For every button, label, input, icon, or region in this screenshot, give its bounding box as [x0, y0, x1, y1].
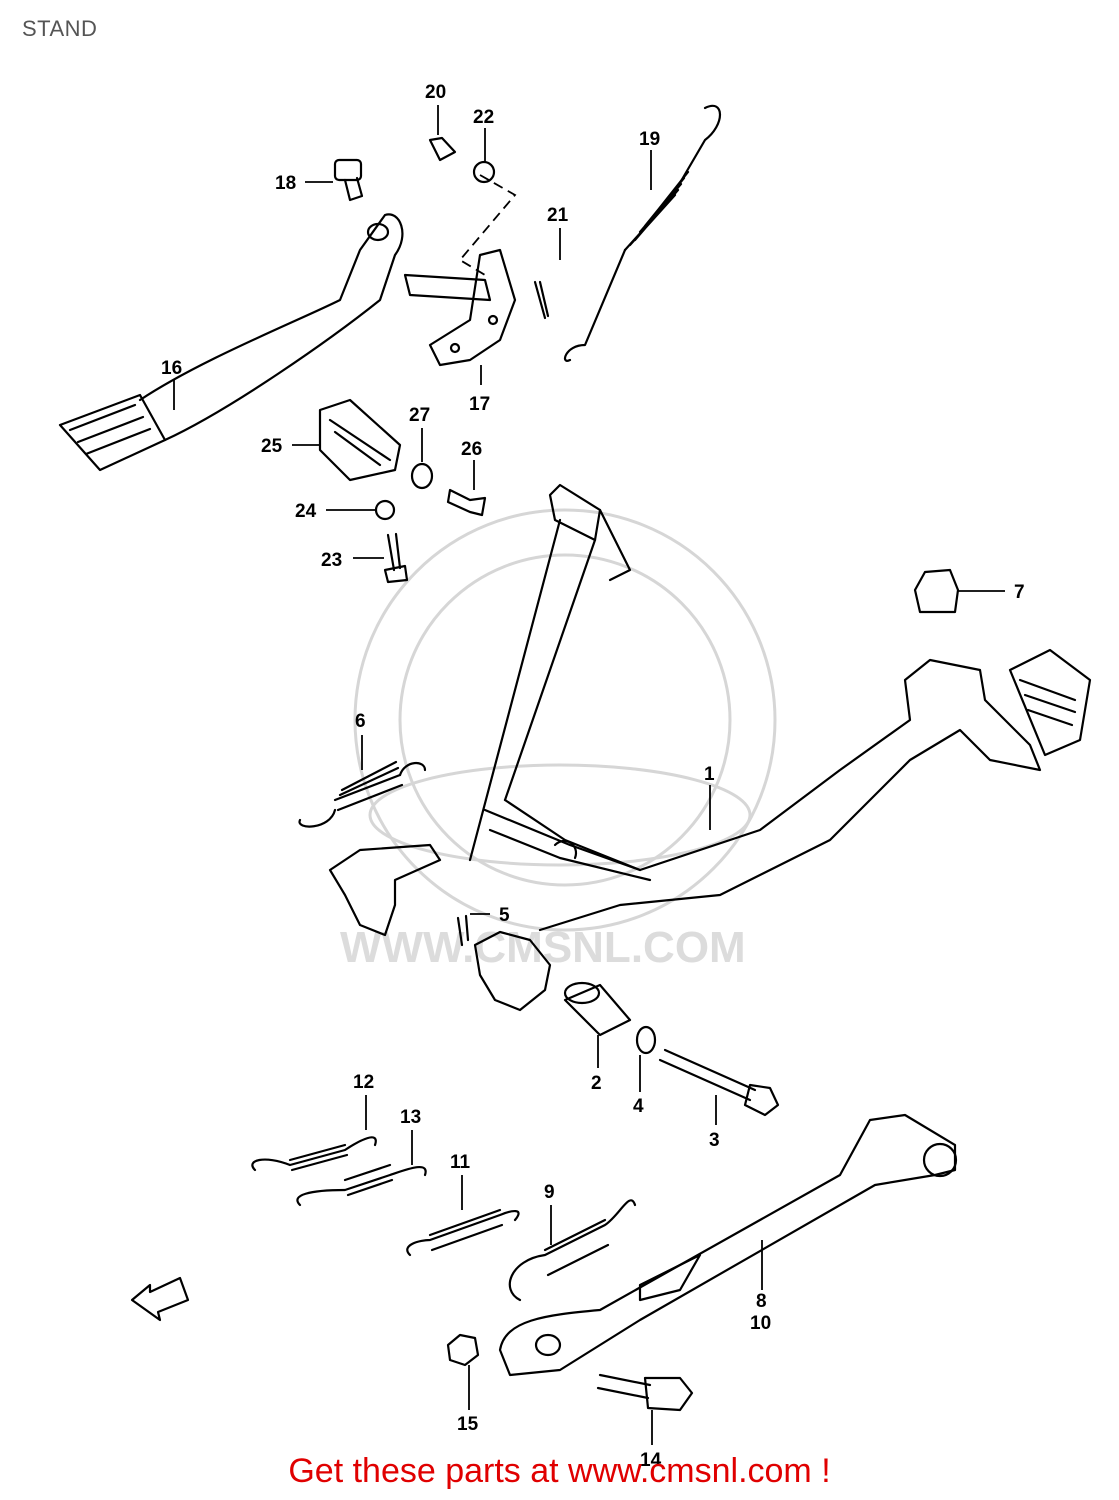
- rubber-stopper-7[interactable]: [913, 568, 960, 614]
- callout-21: 21: [547, 205, 569, 226]
- collar-2[interactable]: [563, 981, 632, 1037]
- spring-13[interactable]: [296, 1163, 427, 1207]
- brake-pedal[interactable]: [58, 213, 404, 472]
- front-direction-arrow-icon: [130, 1276, 190, 1322]
- nut-22[interactable]: [472, 160, 496, 184]
- callout-24: 24: [295, 501, 317, 522]
- callout-16: 16: [161, 358, 182, 379]
- bolt-18[interactable]: [333, 158, 364, 202]
- spring-11[interactable]: [406, 1208, 520, 1257]
- nut-15[interactable]: [446, 1333, 480, 1367]
- callout-2: 2: [591, 1073, 602, 1094]
- callout-26: 26: [461, 439, 482, 460]
- callout-10: 10: [750, 1313, 771, 1334]
- callout-9: 9: [544, 1182, 555, 1203]
- watermark-logo: WWW.CMSNL.COM: [340, 508, 777, 972]
- long-spring-19[interactable]: [563, 104, 721, 362]
- washer-24[interactable]: [374, 499, 396, 521]
- callout-20: 20: [425, 82, 446, 103]
- clip-5[interactable]: [456, 914, 470, 947]
- callout-15: 15: [457, 1414, 479, 1435]
- spring-6[interactable]: [298, 760, 427, 828]
- callout-12: 12: [353, 1072, 374, 1093]
- callout-25: 25: [261, 436, 283, 457]
- callout-8: 8: [756, 1291, 767, 1312]
- callout-14: 14: [640, 1450, 662, 1471]
- callout-7: 7: [1014, 582, 1025, 603]
- screw-26[interactable]: [446, 488, 487, 517]
- side-stand-8-10[interactable]: [498, 1113, 958, 1377]
- cotter-pin-21[interactable]: [533, 280, 550, 320]
- washer-4[interactable]: [635, 1025, 657, 1055]
- callout-18: 18: [275, 173, 296, 194]
- leader-lines: [173, 105, 1005, 1445]
- callout-6: 6: [355, 711, 366, 732]
- screw-23[interactable]: [383, 532, 409, 584]
- spring-12[interactable]: [251, 1136, 377, 1172]
- nut-27[interactable]: [410, 462, 434, 490]
- pedal-rubber-25[interactable]: [318, 398, 402, 482]
- bolt-20[interactable]: [428, 136, 457, 162]
- spring-9[interactable]: [508, 1199, 637, 1302]
- callout-3: 3: [709, 1130, 720, 1151]
- callout-4: 4: [633, 1096, 644, 1117]
- callout-19: 19: [639, 129, 660, 150]
- bolt-3[interactable]: [658, 1048, 780, 1117]
- watermark-text: WWW.CMSNL.COM: [340, 923, 746, 972]
- callout-17: 17: [469, 394, 490, 415]
- callout-27: 27: [409, 405, 430, 426]
- callout-11: 11: [450, 1152, 471, 1173]
- parts-link-banner[interactable]: Get these parts at www.cmsnl.com !: [288, 1452, 831, 1490]
- callout-1: 1: [704, 764, 715, 785]
- center-stand-1[interactable]: [328, 483, 1092, 1012]
- bolt-14[interactable]: [596, 1373, 694, 1412]
- brake-arm-17[interactable]: [403, 248, 517, 367]
- callout-labels: 20 22 18 19 21 16 17 25 27 26 24 23 7 6 …: [161, 82, 1025, 1471]
- callout-22: 22: [473, 107, 494, 128]
- callout-13: 13: [400, 1107, 421, 1128]
- callout-23: 23: [321, 550, 342, 571]
- page-title: STAND: [22, 16, 98, 41]
- callout-5: 5: [499, 905, 510, 926]
